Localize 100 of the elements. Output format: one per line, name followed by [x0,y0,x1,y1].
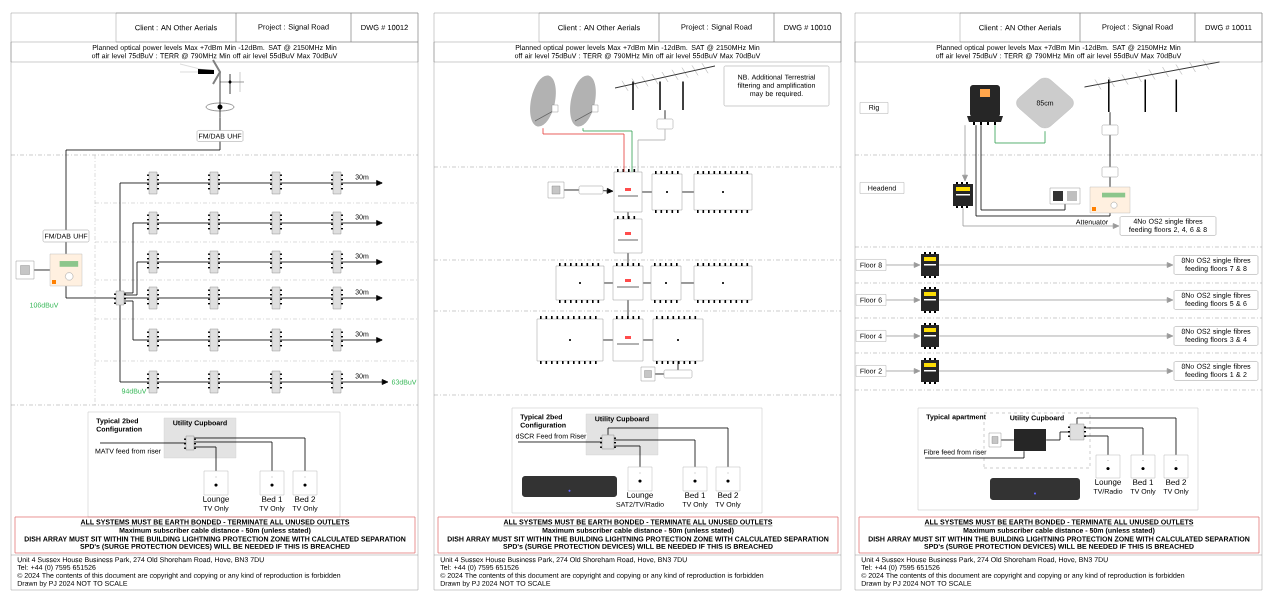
satellite-dish-drawing [530,75,559,127]
cable [975,124,1111,217]
amplifier-box [578,185,604,195]
cable [123,300,150,341]
amplifier-drawing [49,253,83,287]
arrow [938,368,1174,374]
arrow [340,295,383,301]
node-label: Bed 1 [262,496,283,503]
cable [613,445,641,468]
optical-splitter-drawing [921,358,939,384]
tap-box [147,250,159,274]
arrow [340,259,383,265]
cable [217,297,273,299]
tap-box [208,211,220,235]
diplexer-box [1101,166,1119,178]
tap-box [147,286,159,310]
cable [642,339,654,341]
cable [627,252,629,267]
cable [1045,431,1071,441]
node-label: Lounge [1095,479,1121,487]
cable [123,222,150,294]
tap-box [270,286,282,310]
receiver-box [1014,429,1046,451]
arrow [962,207,1120,229]
node-label: Bed 1 [1133,479,1154,486]
diplexer-box [656,118,674,130]
cable [217,222,273,224]
cable [217,182,273,184]
cable [1083,435,1109,456]
multiswitch-box [613,216,643,254]
cable [219,116,221,131]
cable [1083,427,1144,456]
node-label: Lounge [203,496,229,504]
node-label: Lounge [627,492,653,500]
node-label: Bed 2 [295,496,316,503]
cable [217,339,273,341]
cable [1109,134,1111,168]
multiswitch-box [613,169,643,213]
cable [119,182,150,292]
cable [924,450,1025,459]
power-supply-icon [988,432,1002,448]
set-top-box-drawing [990,478,1080,500]
optical-splitter-drawing [953,182,973,208]
power-supply-icon [15,260,35,280]
cable [542,127,625,173]
tap-box [270,370,282,394]
arrow [885,368,921,374]
cable [193,437,306,472]
cable [582,127,633,173]
multiswitch-box [650,263,682,303]
tap-box [208,250,220,274]
tap-box [147,171,159,195]
satellite-dish-drawing [570,75,599,127]
cable [99,442,187,444]
cable [279,182,334,184]
arrow [340,180,383,186]
tap-box [331,250,343,274]
multiswitch-box [652,316,704,364]
cable [156,261,211,263]
power-supply-icon [547,181,565,199]
cable [156,381,211,383]
cable [603,282,614,284]
optical-transmitter-drawing [967,85,1003,125]
arrow [340,220,383,226]
amplifier-drawing [1089,186,1131,214]
arrow [885,333,921,339]
tap-box [208,286,220,310]
cable [517,441,603,443]
tap-box [270,250,282,274]
aerial-drawing [614,63,716,111]
tap-box [147,211,159,235]
splitter-box [1068,423,1086,441]
arrow [885,262,921,268]
optical-splitter-drawing [921,287,939,313]
multiswitch-box [536,316,604,364]
cable [613,439,696,468]
cable [279,261,334,263]
cable [156,297,211,299]
cable [279,339,334,341]
cable [156,222,211,224]
cable [65,241,67,255]
cable [680,282,695,284]
optical-splitter-drawing [921,252,939,278]
tap-box [208,328,220,352]
cable [664,109,666,120]
cable [681,191,695,193]
arrow [602,188,614,194]
multiswitch-box [612,263,644,301]
multiswitch-box [693,263,753,303]
cable [279,297,334,299]
arrow [938,297,1174,303]
cable [119,304,150,383]
cable [1000,439,1015,441]
cable [994,124,1046,144]
tap-box [270,171,282,195]
cable [156,182,211,184]
tap-box [270,328,282,352]
splitter-box [184,435,196,451]
node-label: Bed 2 [718,492,739,499]
cable [607,427,729,468]
